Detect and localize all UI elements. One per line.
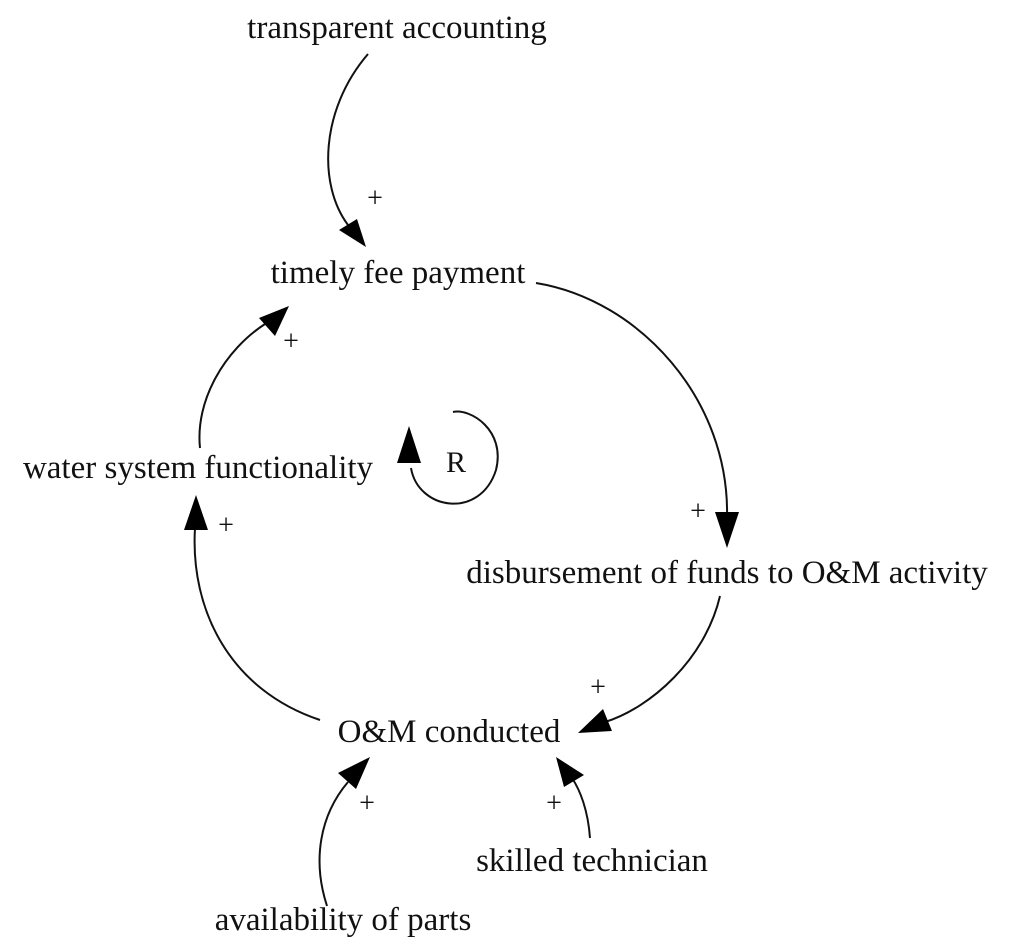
link-functionality-to-payment: + — [198, 306, 299, 449]
node-availability-of-parts: availability of parts — [215, 902, 472, 938]
polarity-payment-to-disbursement: + — [690, 496, 706, 527]
loop-label: R — [446, 446, 466, 479]
link-technician-to-om: + — [546, 757, 591, 839]
node-disbursement-of-funds: disbursement of funds to O&M activity — [466, 555, 988, 591]
link-disbursement-to-om: + — [578, 595, 721, 733]
node-skilled-technician: skilled technician — [476, 843, 708, 879]
polarity-technician-to-om: + — [546, 788, 562, 819]
polarity-accounting-to-payment: + — [367, 183, 383, 214]
polarity-functionality-to-payment: + — [283, 326, 299, 357]
node-om-conducted: O&M conducted — [338, 714, 561, 750]
link-om-to-functionality: + — [184, 495, 321, 721]
node-transparent-accounting: transparent accounting — [247, 10, 547, 46]
link-parts-to-om: + — [318, 757, 375, 907]
link-payment-to-disbursement: + — [535, 282, 739, 548]
polarity-parts-to-om: + — [359, 788, 375, 819]
node-timely-fee-payment: timely fee payment — [271, 255, 526, 291]
polarity-om-to-functionality: + — [218, 510, 234, 541]
node-water-system-functionality: water system functionality — [23, 450, 374, 486]
polarity-disbursement-to-om: + — [590, 672, 606, 703]
loop-indicator: R — [397, 410, 499, 505]
link-accounting-to-payment: + — [327, 53, 383, 247]
